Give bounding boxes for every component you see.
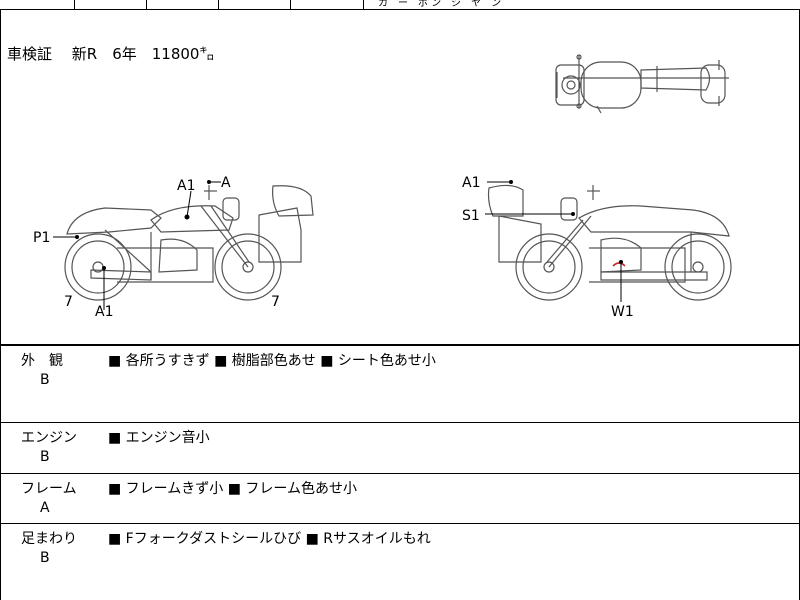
row-divider bbox=[0, 422, 800, 423]
row-category: フレーム bbox=[21, 481, 77, 497]
top-cell bbox=[74, 0, 147, 9]
top-view-bike-icon bbox=[555, 54, 729, 114]
right-side-bike-icon bbox=[487, 184, 732, 301]
label-a1-right-box: A1 bbox=[462, 175, 480, 191]
top-cell bbox=[0, 0, 75, 9]
row-grade: B bbox=[40, 372, 50, 388]
row-category: 足まわり bbox=[21, 531, 77, 547]
damage-diagram-panel: 車検証 新R 6年 11800㌔ bbox=[0, 10, 800, 346]
inspection-info: 車検証 新R 6年 11800㌔ bbox=[7, 45, 215, 63]
row-grade: B bbox=[40, 449, 50, 465]
label-p1-left: P1 bbox=[33, 230, 50, 246]
top-cell bbox=[146, 0, 219, 9]
condition-row-frame: フレーム A ■ フレームきず小 ■ フレーム色あせ小 bbox=[0, 474, 800, 523]
top-cell bbox=[218, 0, 291, 9]
row-category: 外 観 bbox=[21, 353, 63, 369]
row-grade: B bbox=[40, 550, 50, 566]
row-notes: ■ 各所うすきず ■ 樹脂部色あせ ■ シート色あせ小 bbox=[108, 353, 436, 369]
condition-row-exterior: 外 観 B ■ 各所うすきず ■ 樹脂部色あせ ■ シート色あせ小 bbox=[0, 346, 800, 422]
row-notes: ■ エンジン音小 bbox=[108, 430, 210, 446]
condition-row-suspension: 足まわり B ■ Fフォークダストシールひび ■ Rサスオイルもれ bbox=[0, 524, 800, 600]
label-s1-right: S1 bbox=[462, 208, 480, 224]
label-a1-left-muffler: A1 bbox=[95, 304, 113, 320]
top-cell bbox=[290, 0, 364, 9]
label-a-left-mirror: A bbox=[221, 175, 231, 191]
row-notes: ■ Fフォークダストシールひび ■ Rサスオイルもれ bbox=[108, 531, 431, 547]
row-grade: A bbox=[40, 500, 50, 516]
top-fragment-text: カ ー ボ ン ジ ヤ ン bbox=[378, 0, 502, 9]
row-divider bbox=[0, 523, 800, 524]
left-side-bike-icon bbox=[64, 185, 314, 301]
top-table-strip: カ ー ボ ン ジ ヤ ン bbox=[0, 0, 800, 10]
label-7-left-front-wheel: 7 bbox=[271, 294, 280, 310]
row-divider bbox=[0, 473, 800, 474]
row-notes: ■ フレームきず小 ■ フレーム色あせ小 bbox=[108, 481, 357, 497]
label-a1-left-tank: A1 bbox=[177, 178, 195, 194]
label-w1-right-engine: W1 bbox=[611, 304, 634, 320]
condition-row-engine: エンジン B ■ エンジン音小 bbox=[0, 423, 800, 473]
motorcycle-diagrams: A1 A P1 7 A1 7 A1 S1 W1 bbox=[33, 54, 732, 320]
label-7-left-rear-wheel: 7 bbox=[64, 294, 73, 310]
oil-leak-mark bbox=[612, 262, 626, 267]
row-category: エンジン bbox=[21, 430, 77, 446]
